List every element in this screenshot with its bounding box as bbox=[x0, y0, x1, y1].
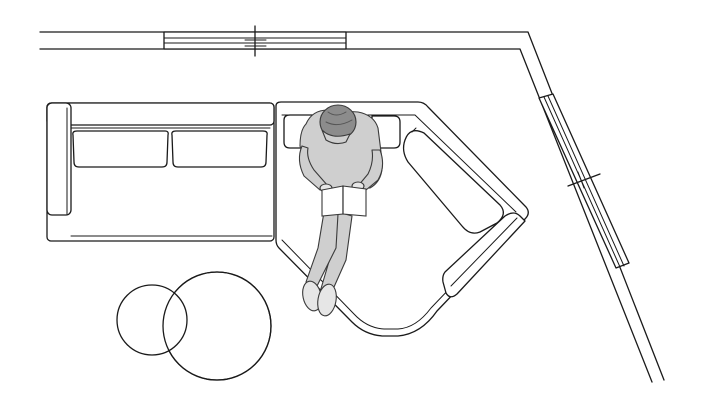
person-reading bbox=[298, 104, 384, 317]
window-right bbox=[538, 93, 630, 269]
sofa-left-section bbox=[46, 102, 275, 242]
coffee-table-small bbox=[116, 284, 188, 356]
window-top bbox=[163, 25, 347, 57]
